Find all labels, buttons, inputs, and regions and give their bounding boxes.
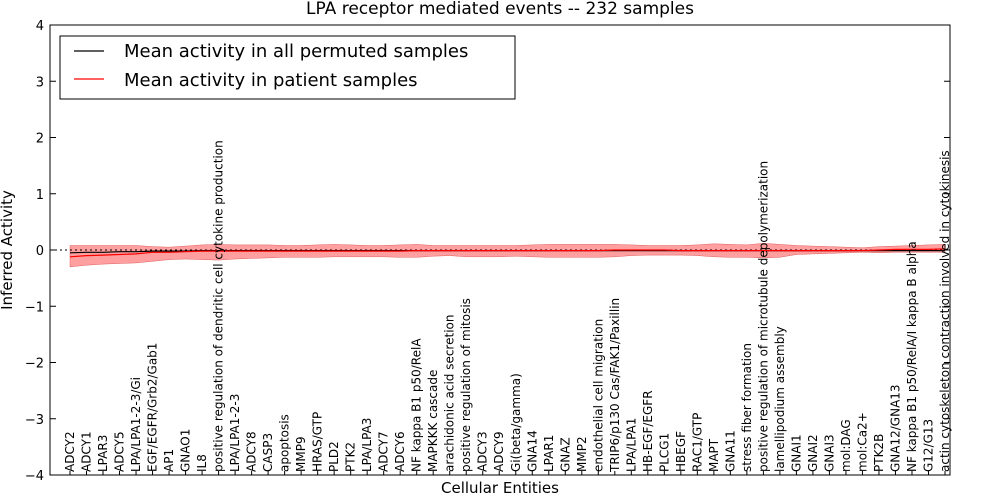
y-axis: −4 −3 −2 −1 0 1 2 3 4	[25, 19, 950, 484]
series-line-patient	[69, 248, 946, 258]
x-tick-label: apoptosis	[278, 414, 292, 472]
x-tick-label: positive regulation of mitosis	[459, 298, 473, 472]
x-tick-label: endothelial cell migration	[591, 319, 605, 472]
legend: Mean activity in all permuted samples Me…	[59, 35, 516, 100]
y-tick-label: 2	[36, 132, 44, 147]
x-tick-label: IL8	[195, 454, 209, 472]
x-tick-label: ADCY5	[113, 431, 127, 472]
x-tick-label: ADCY1	[80, 431, 94, 472]
x-tick-label: positive regulation of dendritic cell cy…	[212, 140, 226, 472]
x-tick-label: HRAS/GTP	[311, 412, 325, 472]
x-tick-label: G12/G13	[922, 419, 936, 472]
legend-label-permuted: Mean activity in all permuted samples	[124, 41, 468, 62]
legend-box	[59, 35, 516, 100]
x-tick-label: LPA/LPA3	[360, 418, 374, 472]
x-tick-label: MMP2	[575, 436, 589, 472]
x-tick-label: GNAI2	[806, 434, 820, 472]
y-tick-label: 3	[36, 75, 44, 90]
confidence-band-layer	[69, 243, 946, 268]
y-tick-label: −4	[25, 469, 44, 484]
y-tick-label: −2	[25, 357, 44, 372]
x-tick-label: mol:DAG	[839, 419, 853, 472]
x-tick-label: HB-EGF/EGFR	[641, 390, 655, 472]
x-tick-label: ADCY7	[377, 431, 391, 472]
x-tick-label: actin cytoskeleton contraction involved …	[938, 150, 952, 472]
x-tick-label: positive regulation of microtubule depol…	[756, 161, 770, 472]
x-tick-label: mol:Ca2+	[856, 412, 870, 472]
x-tick-label: ADCY8	[245, 431, 259, 472]
x-tick-label: MAPKKK cascade	[426, 370, 440, 472]
x-tick-label: LPA/LPA1-2-3	[228, 394, 242, 472]
x-tick-label: PLD2	[327, 441, 341, 472]
x-tick-label: lamellipodium assembly	[773, 326, 787, 472]
x-tick-label: GNAZ	[558, 437, 572, 472]
x-axis-label: Cellular Entities	[441, 479, 559, 497]
series-layer	[69, 248, 946, 258]
y-tick-label: 4	[36, 19, 44, 34]
x-tick-label: MMP9	[294, 436, 308, 472]
x-tick-label: GNAI3	[822, 434, 836, 472]
x-tick-label: PLCG1	[657, 433, 671, 472]
x-tick-label: NF kappa B1 p50/RelA/I kappa B alpha	[905, 241, 919, 472]
x-tick-label: arachidonic acid secretion	[443, 315, 457, 472]
legend-label-patient: Mean activity in patient samples	[124, 70, 418, 91]
x-tick-label: GNA11	[723, 430, 737, 472]
x-tick-label: GNA12/GNA13	[889, 384, 903, 472]
x-tick-label: MAPT	[707, 438, 721, 472]
x-tick-label: LPAR3	[96, 435, 110, 472]
x-tick-label: NF kappa B1 p50/RelA	[410, 338, 424, 472]
x-tick-label: Gi(beta/gamma)	[509, 373, 523, 472]
x-tick-label: ADCY3	[476, 431, 490, 472]
y-tick-label: −1	[25, 300, 44, 315]
x-tick-label: CASP3	[261, 433, 275, 472]
x-tick-label: AP1	[162, 449, 176, 472]
x-tick-label: PTK2B	[872, 434, 886, 472]
x-tick-label: LPAR1	[542, 435, 556, 472]
confidence-band	[69, 243, 946, 268]
y-axis-label: Inferred Activity	[0, 190, 16, 310]
x-tick-label: HBEGF	[674, 431, 688, 472]
x-tick-label: LPA/LPA1-2-3/Gi	[129, 377, 143, 472]
x-tick-label: PTK2	[344, 442, 358, 472]
x-tick-label: ADCY6	[393, 431, 407, 472]
x-tick-label: ADCY2	[63, 431, 77, 472]
x-tick-label: LPA/LPA1	[624, 418, 638, 472]
y-tick-label: 1	[36, 188, 44, 203]
y-tick-label: 0	[36, 244, 44, 259]
x-tick-label: stress fiber formation	[740, 343, 754, 472]
x-tick-label: GNAI1	[789, 434, 803, 472]
y-tick-label: −3	[25, 413, 44, 428]
x-tick-label: EGF/EGFR/Grb2/Gab1	[146, 343, 160, 472]
x-tick-label: GNA14	[525, 430, 539, 472]
x-tick-label: RAC1/GTP	[690, 413, 704, 472]
x-tick-label: TRIP6/p130 Cas/FAK1/Paxillin	[608, 298, 622, 473]
x-tick-label: ADCY9	[492, 431, 506, 472]
x-tick-label: GNAO1	[179, 429, 193, 472]
chart-title: LPA receptor mediated events -- 232 samp…	[306, 0, 694, 19]
